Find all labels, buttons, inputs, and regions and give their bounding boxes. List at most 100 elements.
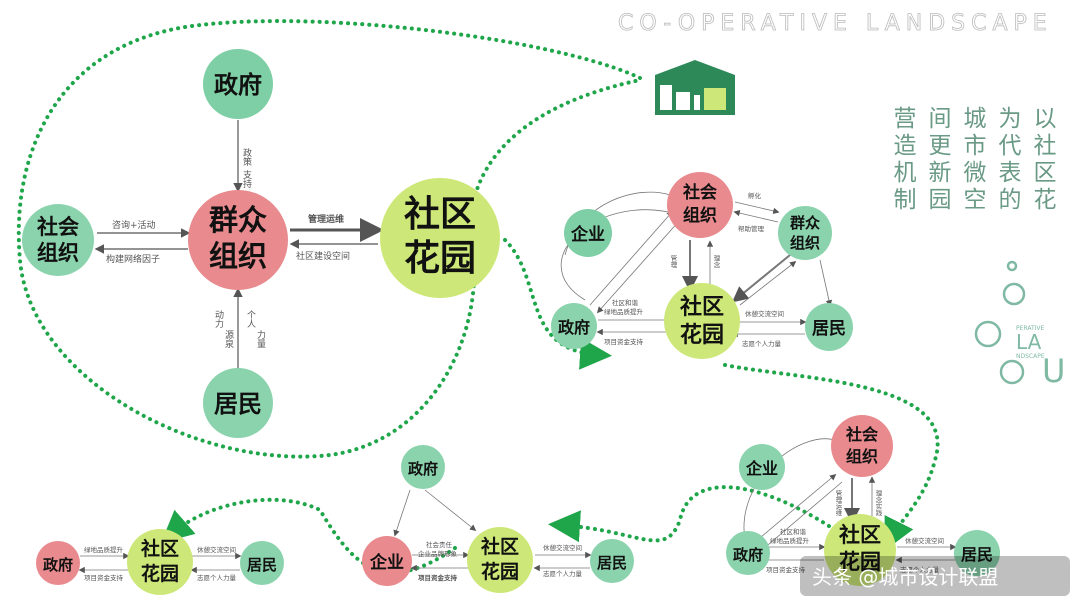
main-massorg-label-1: 群众 — [209, 203, 267, 237]
br-concept: 理念实践 — [874, 490, 882, 517]
br-garden-label-2: 花园 — [839, 549, 881, 574]
br-socialorg-node — [831, 415, 893, 477]
right-quality: 社区和谐 — [612, 298, 639, 307]
main-diagram: 政策 支持 咨询+活动 构建网络因子 管理运维 社区建设空间 动力 源泉 个人 … — [22, 49, 500, 438]
watermark-text: 头条 @城市设计联盟 — [812, 565, 998, 589]
bm-duty: 社会责任 — [426, 540, 453, 549]
bl-resident-label: 居民 — [247, 556, 277, 574]
logo-la: LA — [1016, 330, 1042, 354]
right-resident-label: 居民 — [812, 319, 846, 339]
bl-garden-label-2: 花园 — [141, 562, 179, 585]
main-policy-2: 支持 — [241, 169, 252, 189]
dotted-connectors — [16, 19, 940, 575]
br-gov-node — [726, 531, 770, 575]
main-garden-node — [380, 178, 500, 298]
main-network: 构建网络因子 — [106, 253, 160, 265]
br-enterprise-label: 企业 — [745, 459, 778, 478]
bl-garden-label-1: 社区 — [140, 537, 179, 560]
bl-quality: 绿地品质提升 — [84, 545, 124, 554]
poem-block: 以社区花 为代表的 城市微空 间更新园 营造机制 — [889, 106, 1057, 214]
br-funding: 项目资金支持 — [766, 565, 806, 574]
bm-gov-label: 政府 — [408, 460, 438, 478]
main-garden-label-1: 社区 — [404, 193, 476, 235]
main-manage: 管理运维 — [308, 213, 344, 225]
main-socialorg-node — [22, 204, 94, 276]
br-gov-label: 政府 — [733, 546, 763, 564]
bm-enterprise-node — [362, 536, 412, 586]
br-garden-node — [824, 514, 896, 586]
br-leisure: 休憩交流空间 — [905, 536, 944, 545]
right-massorg-node — [778, 206, 832, 260]
br-resident-node — [954, 530, 1000, 576]
right-massorg-label-1: 群众 — [790, 214, 820, 232]
br-mgmt: 管理运维 — [834, 489, 842, 518]
poem-col-4: 间更新园 — [924, 106, 952, 214]
building-logo — [655, 60, 735, 115]
bm-funding: 项目资金支持 — [418, 573, 458, 582]
main-gov-node — [203, 49, 273, 119]
right-incubate: 孵化 — [748, 191, 762, 200]
right-funding: 项目资金支持 — [604, 337, 644, 346]
bl-gov-node — [36, 541, 80, 585]
right-concept-1: 理念 — [712, 255, 720, 268]
bm-brand: 企业品牌形象 — [418, 549, 458, 558]
right-garden-label-2: 花园 — [680, 322, 724, 348]
logo-small-top: PERATIVE — [1016, 325, 1045, 332]
bm-enterprise-label: 企业 — [369, 552, 404, 573]
logo-small-bottom: NDSCAPE — [1016, 353, 1045, 360]
br-resident-label: 居民 — [961, 545, 993, 564]
poem-col-1: 以社区花 — [1029, 106, 1057, 214]
poem-col-5: 营造机制 — [889, 106, 917, 214]
bottomright-diagram: 管理运维 理念实践 社区和谐 绿地品质提升 项目资金支持 休憩交流空间 志愿个人… — [726, 415, 1000, 586]
bm-resident-node — [590, 539, 634, 583]
br-enterprise-node — [739, 444, 785, 490]
right-volunteer: 志愿个人力量 — [742, 339, 782, 348]
br-quality2: 绿地品质提升 — [770, 536, 810, 545]
bl-funding: 项目资金支持 — [84, 573, 124, 582]
bottomleft-diagram: 绿地品质提升 项目资金支持 休憩交流空间 志愿个人力量 政府 社区 花园 居民 — [36, 529, 284, 595]
right-socialorg-label-1: 社会 — [682, 182, 717, 203]
main-socialorg-label-2: 组织 — [37, 240, 79, 265]
bottommid-diagram: 社会责任 企业品牌形象 项目资金支持 休憩交流空间 志愿个人力量 政府 企业 社… — [362, 445, 634, 593]
logo-u: U — [1042, 352, 1065, 390]
right-gov-node — [551, 303, 597, 349]
main-resident-label: 居民 — [214, 389, 262, 418]
right-enterprise-node — [564, 209, 612, 257]
bm-gov-node — [401, 445, 445, 489]
bm-garden-node — [467, 527, 533, 593]
br-socialorg-label-1: 社会 — [845, 425, 878, 444]
right-garden-label-1: 社区 — [680, 294, 724, 320]
right-socialorg-node — [667, 172, 733, 238]
main-drive-2: 源泉 — [223, 330, 234, 348]
main-resident-node — [203, 368, 273, 438]
main-garden-label-2: 花园 — [404, 237, 476, 279]
bl-leisure: 休憩交流空间 — [197, 545, 236, 554]
bl-resident-node — [240, 541, 284, 585]
main-massorg-node — [188, 190, 288, 290]
right-socialorg-label-2: 组织 — [683, 205, 717, 226]
right-mgmt-1: 管理 — [669, 254, 677, 268]
right-diagram: 孵化 帮助管理 管理 理念 社区和谐 绿地品质提升 项目资金支持 休憩交流空间 … — [551, 172, 853, 359]
main-policy-1: 政策 — [241, 147, 252, 167]
main-personal-2: 力量 — [255, 329, 266, 348]
bm-resident-label: 居民 — [597, 554, 627, 572]
connector-main-loop — [16, 19, 642, 459]
br-socialorg-label-2: 组织 — [846, 447, 878, 466]
right-gov-label: 政府 — [558, 318, 590, 337]
bm-volunteer: 志愿个人力量 — [543, 569, 583, 578]
connector-main-to-right — [503, 238, 612, 370]
main-consult: 咨询+活动 — [112, 219, 156, 231]
right-enterprise-label: 企业 — [570, 224, 605, 245]
br-garden-label-1: 社区 — [838, 522, 881, 547]
main-gov-label: 政府 — [214, 70, 262, 99]
main-drive-1: 动力 — [213, 310, 224, 329]
right-leisure: 休憩交流空间 — [745, 309, 784, 318]
br-quality: 社区和谐 — [780, 527, 807, 536]
main-personal-1: 个人 — [245, 310, 256, 328]
poem-col-2: 为代表的 — [994, 106, 1022, 214]
right-quality2: 绿地品质提升 — [604, 307, 644, 316]
connector-bottomright-to-mid — [548, 485, 837, 543]
right-garden-node — [664, 283, 740, 359]
bl-volunteer: 志愿个人力量 — [197, 573, 237, 582]
